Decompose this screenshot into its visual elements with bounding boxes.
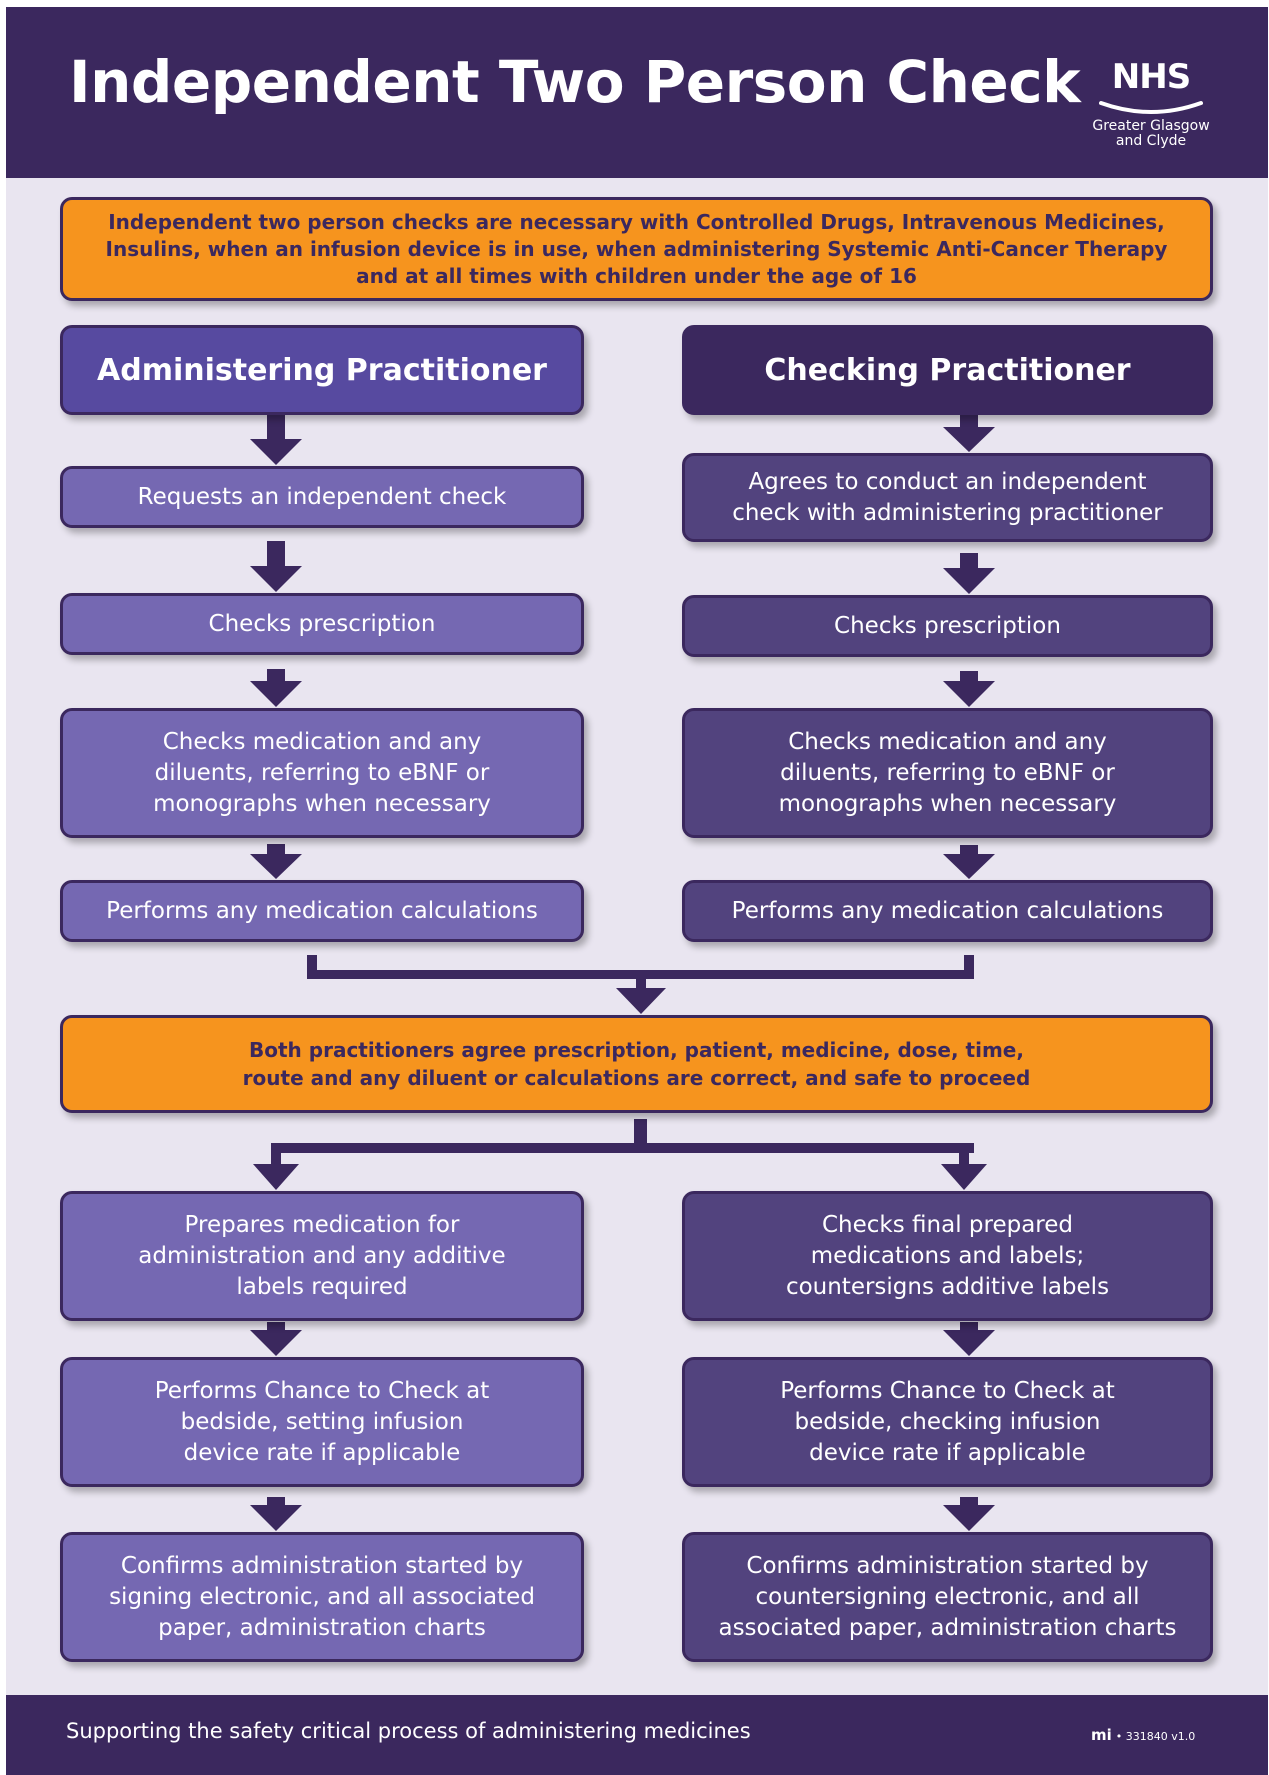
down-arrow-icon	[250, 844, 302, 879]
check-step-checks-final: Checks final prepared medications and la…	[682, 1191, 1213, 1321]
admin-step-confirms-administration: Confirms administration started by signi…	[60, 1532, 584, 1662]
down-arrow-icon	[943, 1322, 995, 1356]
down-arrow-icon	[943, 845, 995, 879]
logo-subtitle-line2: and Clyde	[1115, 133, 1187, 149]
down-arrow-icon	[943, 553, 995, 594]
down-arrow-icon	[250, 669, 302, 707]
administering-practitioner-heading: Administering Practitioner	[60, 325, 584, 415]
check-step-confirms-administration: Confirms administration started by count…	[682, 1532, 1213, 1662]
down-arrow-icon	[943, 671, 995, 707]
admin-step-request-check: Requests an independent check	[60, 466, 584, 528]
logo-subtitle-line1: Greater Glasgow	[1092, 118, 1210, 134]
logo-nhs-text: NHS	[1111, 57, 1191, 97]
nhs-swoosh-icon	[1099, 101, 1203, 114]
footer-code: mi• 331840 v1.0	[1091, 1726, 1195, 1744]
footer-text: Supporting the safety critical process o…	[66, 1719, 751, 1743]
admin-step-checks-prescription: Checks prescription	[60, 593, 584, 655]
mi-logo: mi	[1091, 1726, 1112, 1744]
checking-practitioner-heading: Checking Practitioner	[682, 325, 1213, 415]
merge-connector	[307, 955, 974, 1014]
down-arrow-icon	[943, 1497, 995, 1531]
down-arrow-icon	[250, 1497, 302, 1531]
check-step-calculations: Performs any medication calculations	[682, 880, 1213, 942]
down-arrow-icon	[250, 1322, 302, 1356]
document-code: • 331840 v1.0	[1115, 1730, 1196, 1743]
check-step-checks-prescription: Checks prescription	[682, 595, 1213, 657]
admin-step-prepares-medication: Prepares medication for administration a…	[60, 1191, 584, 1321]
agreement-banner: Both practitioners agree prescription, p…	[60, 1015, 1213, 1113]
header-banner: Independent Two Person Check NHS Greater…	[6, 7, 1268, 178]
check-step-agree-check: Agrees to conduct an independent check w…	[682, 453, 1213, 542]
footer-banner: Supporting the safety critical process o…	[6, 1695, 1268, 1775]
logo-subtitle: Greater Glasgow and Clyde	[1071, 119, 1231, 149]
admin-step-checks-medication: Checks medication and any diluents, refe…	[60, 708, 584, 838]
nhs-logo: NHS Greater Glasgow and Clyde	[1071, 57, 1231, 153]
check-step-chance-to-check: Performs Chance to Check at bedside, che…	[682, 1357, 1213, 1487]
down-arrow-icon	[250, 414, 302, 465]
down-arrow-icon	[250, 541, 302, 592]
intro-banner: Independent two person checks are necess…	[60, 197, 1213, 301]
admin-step-chance-to-check: Performs Chance to Check at bedside, set…	[60, 1357, 584, 1487]
admin-step-calculations: Performs any medication calculations	[60, 880, 584, 942]
poster: Independent Two Person Check NHS Greater…	[6, 7, 1268, 1775]
connectors	[250, 414, 995, 1531]
page-title: Independent Two Person Check	[69, 48, 1081, 116]
split-connector	[253, 1119, 987, 1190]
down-arrow-icon	[943, 414, 995, 452]
check-step-checks-medication: Checks medication and any diluents, refe…	[682, 708, 1213, 838]
